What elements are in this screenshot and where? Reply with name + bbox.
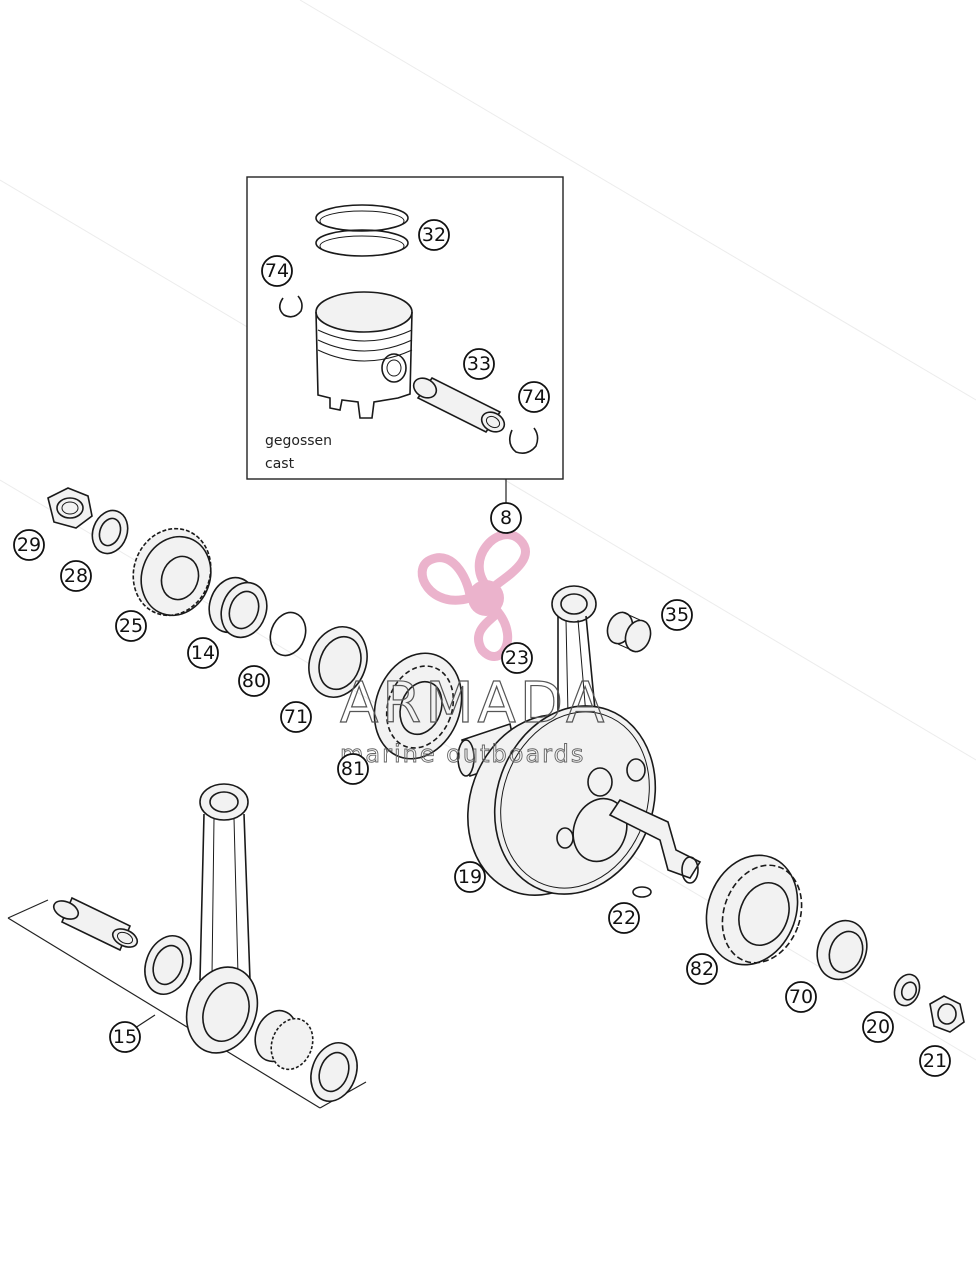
callout-23: 23: [501, 642, 533, 674]
callout-28: 28: [60, 560, 92, 592]
inset-label-gegossen: gegossen: [265, 433, 332, 449]
callout-label-14: 14: [191, 642, 215, 664]
callout-label-15: 15: [113, 1026, 137, 1048]
conrod-kit: [7, 783, 367, 1109]
watermark-tagline: marine outboards: [340, 740, 585, 768]
callout-81: 81: [337, 753, 369, 785]
callout-label-22: 22: [612, 907, 636, 929]
shaft-seal-left: [308, 626, 368, 698]
watermark-brand: ARMADA: [340, 671, 608, 736]
shaft-seal-right: [816, 919, 868, 981]
inset-label-cast: cast: [265, 456, 295, 472]
washer-left: [91, 509, 129, 555]
callout-label-81: 81: [341, 758, 365, 780]
piston: [315, 291, 413, 419]
circlip-left: [278, 295, 303, 318]
callout-25: 25: [115, 610, 147, 642]
callout-8: 8: [490, 502, 522, 534]
callout-label-35: 35: [665, 604, 689, 626]
main-bearing-left: [373, 652, 463, 760]
callout-label-71: 71: [284, 706, 308, 728]
callout-32: 32: [418, 219, 450, 251]
callout-15: 15: [109, 1021, 141, 1053]
propeller-icon: [417, 530, 530, 661]
callout-label-82: 82: [690, 958, 714, 980]
armada-watermark: ARMADA marine outboards: [339, 530, 608, 768]
washer-right: [893, 973, 921, 1007]
callout-19: 19: [454, 861, 486, 893]
callout-label-33: 33: [467, 353, 491, 375]
callout-label-20: 20: [866, 1016, 890, 1038]
callout-label-70: 70: [789, 986, 813, 1008]
primary-gear: [132, 527, 212, 617]
callout-74-right: 74: [518, 381, 550, 413]
callout-label-28: 28: [64, 565, 88, 587]
callout-label-8: 8: [500, 507, 512, 529]
woodruff-key: [632, 886, 652, 898]
callout-35: 35: [661, 599, 693, 631]
spacer-bushing: [208, 576, 268, 639]
piston-rings: [315, 204, 409, 257]
o-ring: [269, 611, 307, 657]
callout-label-29: 29: [17, 534, 41, 556]
nut-right: [929, 995, 965, 1033]
callout-label-32: 32: [422, 224, 446, 246]
callout-label-21: 21: [923, 1050, 947, 1072]
piston-inset: gegossen cast: [246, 176, 564, 480]
main-bearing-right: [705, 854, 803, 966]
circlip-right: [508, 427, 539, 454]
callout-29: 29: [13, 529, 45, 561]
callout-label-23: 23: [505, 647, 529, 669]
callout-label-25: 25: [119, 615, 143, 637]
callout-14: 14: [187, 637, 219, 669]
callout-21: 21: [919, 1045, 951, 1077]
callout-80: 80: [238, 665, 270, 697]
needle-bearing-small: [606, 611, 652, 653]
callout-label-80: 80: [242, 670, 266, 692]
callout-70: 70: [785, 981, 817, 1013]
nut-left: [47, 487, 93, 529]
wrist-pin: [412, 376, 506, 434]
connecting-rod-installed: [551, 585, 597, 721]
callout-20: 20: [862, 1011, 894, 1043]
callout-74-left: 74: [261, 255, 293, 287]
callout-71: 71: [280, 701, 312, 733]
callout-33: 33: [463, 348, 495, 380]
callout-label-74-left: 74: [265, 260, 289, 282]
crankshaft: [467, 705, 702, 896]
background-guidelines: [0, 0, 976, 1061]
callout-82: 82: [686, 953, 718, 985]
callout-label-74-right: 74: [522, 386, 546, 408]
callout-22: 22: [608, 902, 640, 934]
callout-label-19: 19: [458, 866, 482, 888]
